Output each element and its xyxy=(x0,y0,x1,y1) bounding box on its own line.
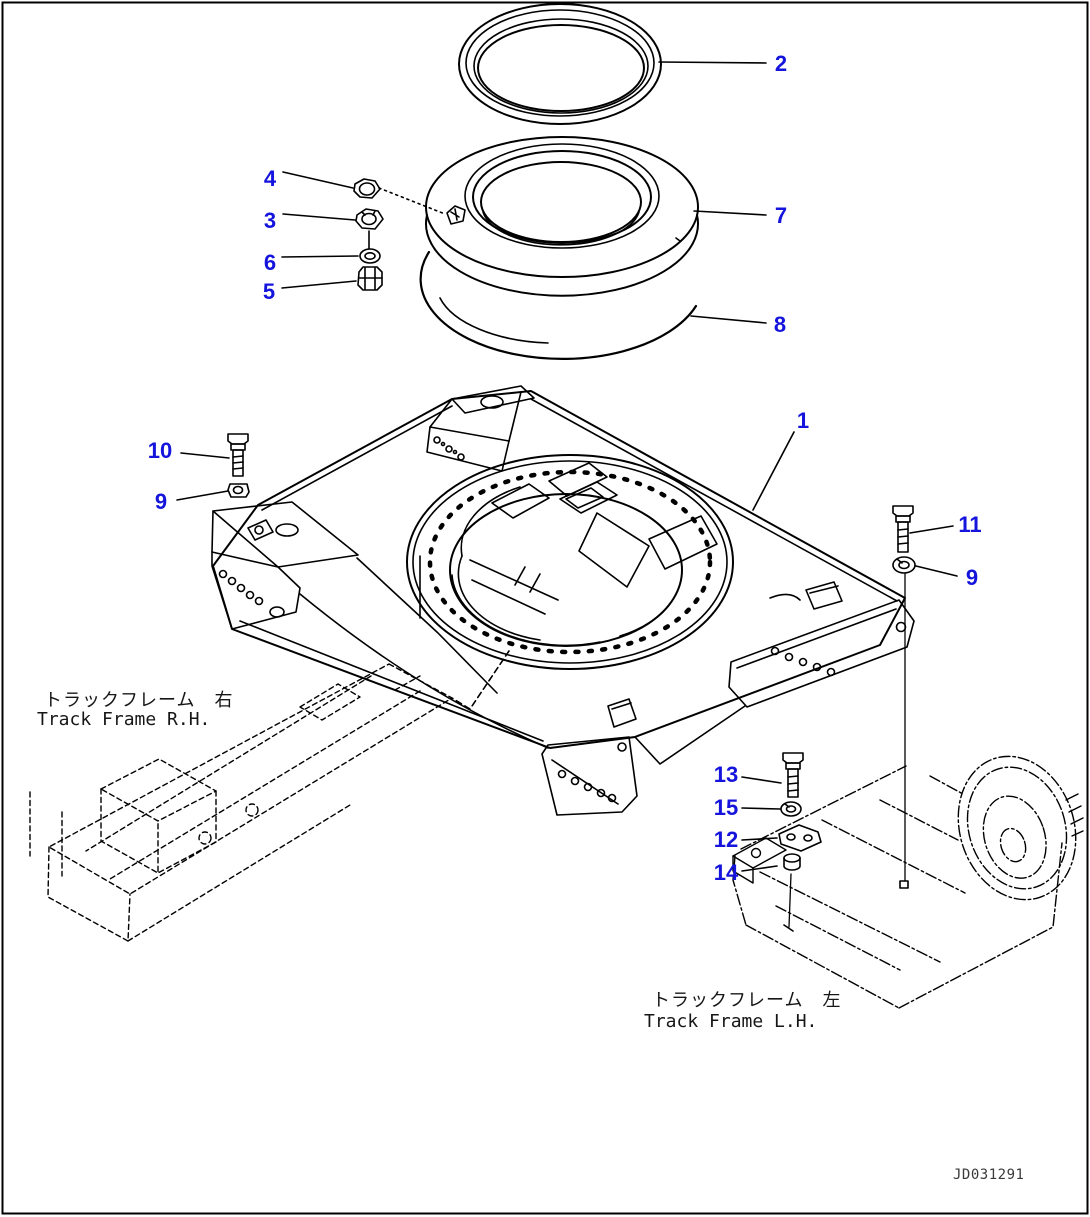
leader-line-8-2 xyxy=(690,315,767,324)
callout-11-10[interactable]: 11 xyxy=(958,512,982,537)
main-frame-part-1 xyxy=(211,385,915,816)
leader-line-2-0 xyxy=(658,61,767,64)
callout-14-15[interactable]: 14 xyxy=(713,860,739,885)
callout-2-0[interactable]: 2 xyxy=(774,51,788,76)
leader-line-13-12 xyxy=(741,776,782,784)
washer-icon-6 xyxy=(359,248,381,264)
track-frame-lh xyxy=(732,755,1084,1009)
leader-line-9-9 xyxy=(176,490,229,501)
seal-ring-part-2 xyxy=(458,3,662,125)
frame-right-foot xyxy=(728,599,915,708)
track-frame-lh-label-en: Track Frame L.H. xyxy=(644,1011,818,1032)
leader-line-7-1 xyxy=(693,210,767,216)
nut-icon-5 xyxy=(357,266,383,291)
leader-line-12-14 xyxy=(741,837,778,841)
track-frame-rh-label-jp: トラックフレーム 右 xyxy=(44,690,234,711)
callout-8-2[interactable]: 8 xyxy=(773,312,787,337)
bolt-icon-13 xyxy=(782,752,804,798)
callout-15-13[interactable]: 15 xyxy=(713,795,739,820)
fasteners xyxy=(227,178,916,871)
idler-hatching xyxy=(1065,793,1084,837)
bolt-icon-10 xyxy=(227,433,249,477)
leader-line-1-7 xyxy=(752,431,795,511)
dotted-leader-4-to-ring xyxy=(378,187,446,215)
track-frame-rh-label-en: Track Frame R.H. xyxy=(37,709,211,730)
callout-3-4[interactable]: 3 xyxy=(263,208,277,233)
leader-line-4-3 xyxy=(282,171,354,189)
bolt-icon-11 xyxy=(892,505,914,553)
leader-line-14-15 xyxy=(741,865,778,872)
frame-bottom-foot xyxy=(541,736,638,816)
callout-9-9[interactable]: 9 xyxy=(154,489,168,514)
leader-line-6-5 xyxy=(281,255,359,258)
leader-line-5-6 xyxy=(281,280,357,289)
drawing-id: JD031291 xyxy=(953,1167,1025,1183)
callout-1-7[interactable]: 1 xyxy=(796,408,810,433)
washer-icon-15 xyxy=(780,801,802,817)
callout-5-6[interactable]: 5 xyxy=(262,279,276,304)
washer-icon-9-right xyxy=(892,556,916,574)
track-frame-rh xyxy=(29,663,453,942)
nut-icon-3 xyxy=(355,208,384,230)
ring-mount-bolt-icon xyxy=(446,205,466,225)
leader-line-11-10 xyxy=(909,525,954,534)
washer-icon-9-left xyxy=(227,483,250,498)
callout-6-5[interactable]: 6 xyxy=(263,250,277,275)
seal-part-8 xyxy=(419,250,698,360)
callout-7-1[interactable]: 7 xyxy=(774,203,788,228)
assembly-reference-lines xyxy=(368,187,909,932)
cover-ring-part-7 xyxy=(425,136,699,297)
leader-line-9-11 xyxy=(915,565,958,577)
plug-14-axis-line xyxy=(788,873,792,928)
callout-12-14[interactable]: 12 xyxy=(713,827,739,852)
leader-line-10-8 xyxy=(180,452,230,459)
callout-leader-lines xyxy=(176,61,958,872)
frame-left-foot xyxy=(211,501,359,630)
callout-13-12[interactable]: 13 xyxy=(713,762,739,787)
leader-line-3-4 xyxy=(282,213,356,221)
callout-9-11[interactable]: 9 xyxy=(965,565,979,590)
callout-4-3[interactable]: 4 xyxy=(263,166,277,191)
callout-10-8[interactable]: 10 xyxy=(147,438,173,463)
plate-icon-12 xyxy=(778,824,822,852)
nut-icon-4 xyxy=(353,178,381,199)
leader-line-15-13 xyxy=(741,807,781,810)
plug-icon-14 xyxy=(783,853,801,871)
track-frame-lh-label-jp: トラックフレーム 左 xyxy=(652,990,842,1011)
swing-circle xyxy=(406,454,801,670)
lh-frame-mount-boss xyxy=(732,837,787,884)
